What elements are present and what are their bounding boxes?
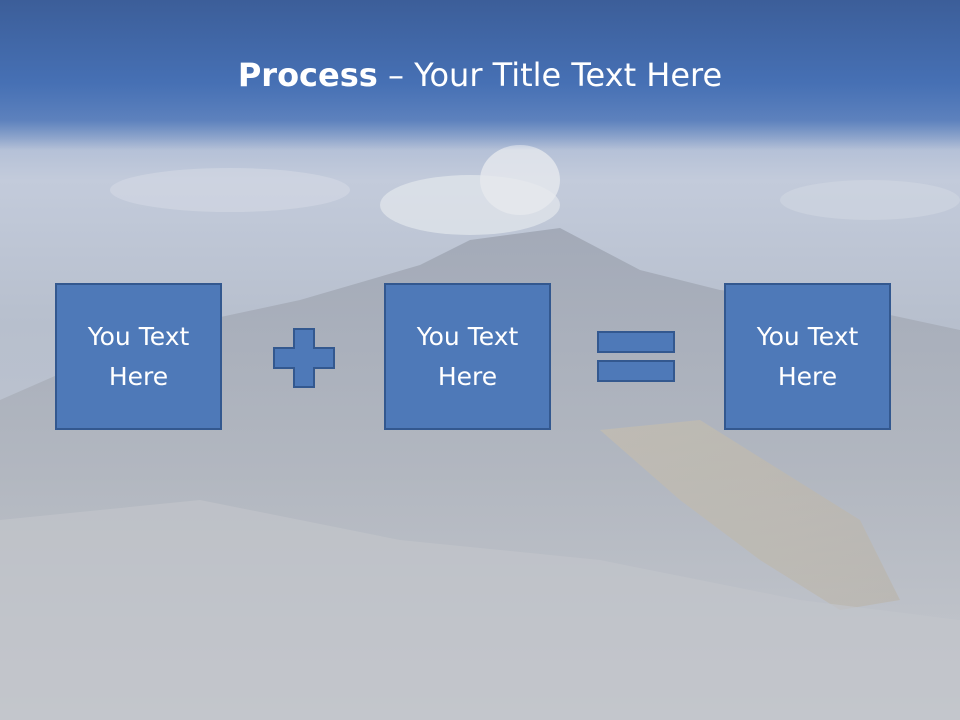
process-box-label: You Text Here	[87, 321, 190, 391]
equals-icon	[597, 331, 675, 382]
plus-icon	[273, 328, 335, 388]
process-box-label: You Text Here	[756, 321, 859, 391]
process-box-label: You Text Here	[416, 321, 519, 391]
process-box-2: You Text Here	[384, 283, 551, 430]
title-text: – Your Title Text Here	[377, 56, 723, 94]
title-keyword: Process	[237, 56, 378, 94]
slide-title: Process – Your Title Text Here	[0, 52, 960, 98]
process-box-3: You Text Here	[724, 283, 891, 430]
title-header-band	[0, 0, 960, 150]
process-box-1: You Text Here	[55, 283, 222, 430]
